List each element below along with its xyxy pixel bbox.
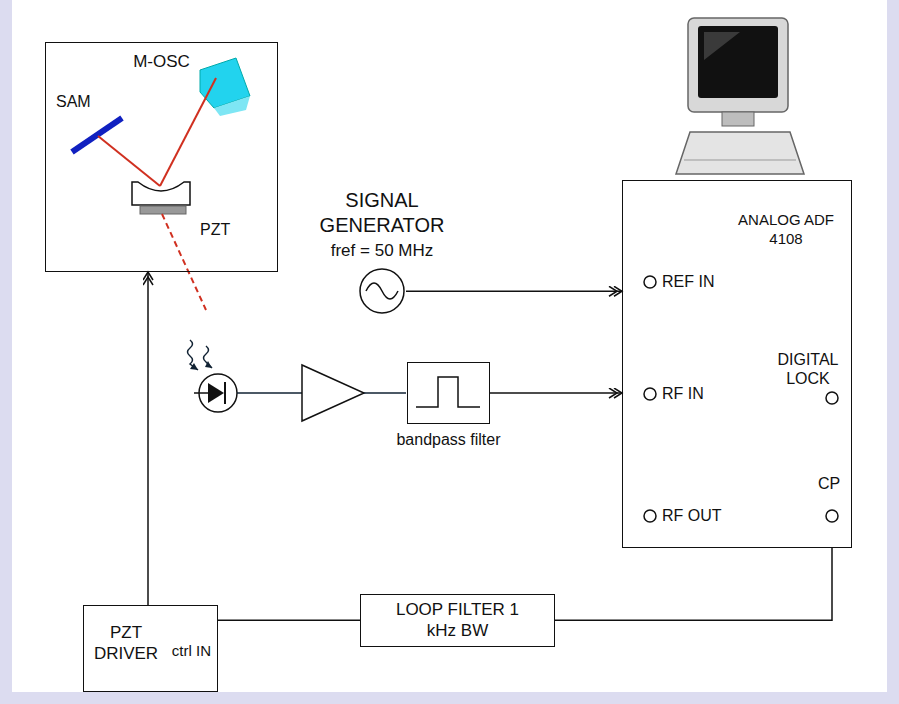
signal-wire bbox=[555, 548, 832, 620]
light-arrow bbox=[204, 346, 213, 368]
pulse-symbol bbox=[408, 363, 488, 422]
signal-wire bbox=[147, 272, 149, 605]
part-label: PZT bbox=[200, 220, 230, 239]
node-title: SIGNAL GENERATOR bbox=[317, 188, 447, 238]
output-beam bbox=[162, 214, 206, 310]
laser-beam bbox=[98, 136, 160, 186]
laser-beam bbox=[160, 78, 216, 186]
node-title: M-OSC bbox=[46, 51, 277, 72]
bandpass-filter: bandpass filter bbox=[395, 362, 502, 474]
signal-wire bbox=[490, 392, 622, 394]
node-subtitle: fref = 50 MHz bbox=[300, 240, 464, 261]
wire bbox=[237, 392, 302, 394]
pzt-actuator bbox=[140, 206, 186, 214]
node-title: LOOP FILTER 1 kHz BW bbox=[388, 599, 528, 642]
pin-label: RF IN bbox=[662, 384, 704, 403]
node-subtitle: ctrl IN bbox=[172, 642, 211, 661]
computer-icon bbox=[676, 18, 804, 174]
pin-label: RF OUT bbox=[662, 506, 722, 525]
filter-box bbox=[407, 362, 490, 424]
sam-mirror bbox=[72, 118, 122, 152]
oscillator-box: M-OSC bbox=[45, 42, 278, 272]
node-title: ANALOG ADF 4108 bbox=[738, 211, 834, 249]
node-title: bandpass filter bbox=[395, 430, 502, 450]
signal-wire bbox=[218, 620, 360, 622]
pzt-driver-box: PZT DRIVER ctrl IN bbox=[83, 605, 218, 692]
port-circles bbox=[644, 276, 838, 522]
signal-generator: SIGNAL GENERATORfref = 50 MHz bbox=[300, 188, 464, 315]
wire bbox=[364, 392, 406, 394]
part-label: SAM bbox=[56, 92, 91, 111]
pin-label: DIGITAL LOCK bbox=[770, 350, 846, 388]
loop-filter-box: LOOP FILTER 1 kHz BW bbox=[360, 594, 555, 647]
sine-source-symbol bbox=[358, 267, 406, 315]
photodiode-symbol bbox=[194, 374, 237, 412]
node-title: PZT DRIVER bbox=[90, 622, 162, 665]
curved-mirror bbox=[132, 182, 190, 205]
amplifier-symbol bbox=[302, 365, 364, 421]
pin-label: REF IN bbox=[662, 272, 714, 291]
prism-face bbox=[214, 96, 250, 116]
light-arrow bbox=[188, 340, 199, 370]
pin-label: CP bbox=[818, 474, 840, 493]
signal-wire bbox=[406, 291, 622, 293]
